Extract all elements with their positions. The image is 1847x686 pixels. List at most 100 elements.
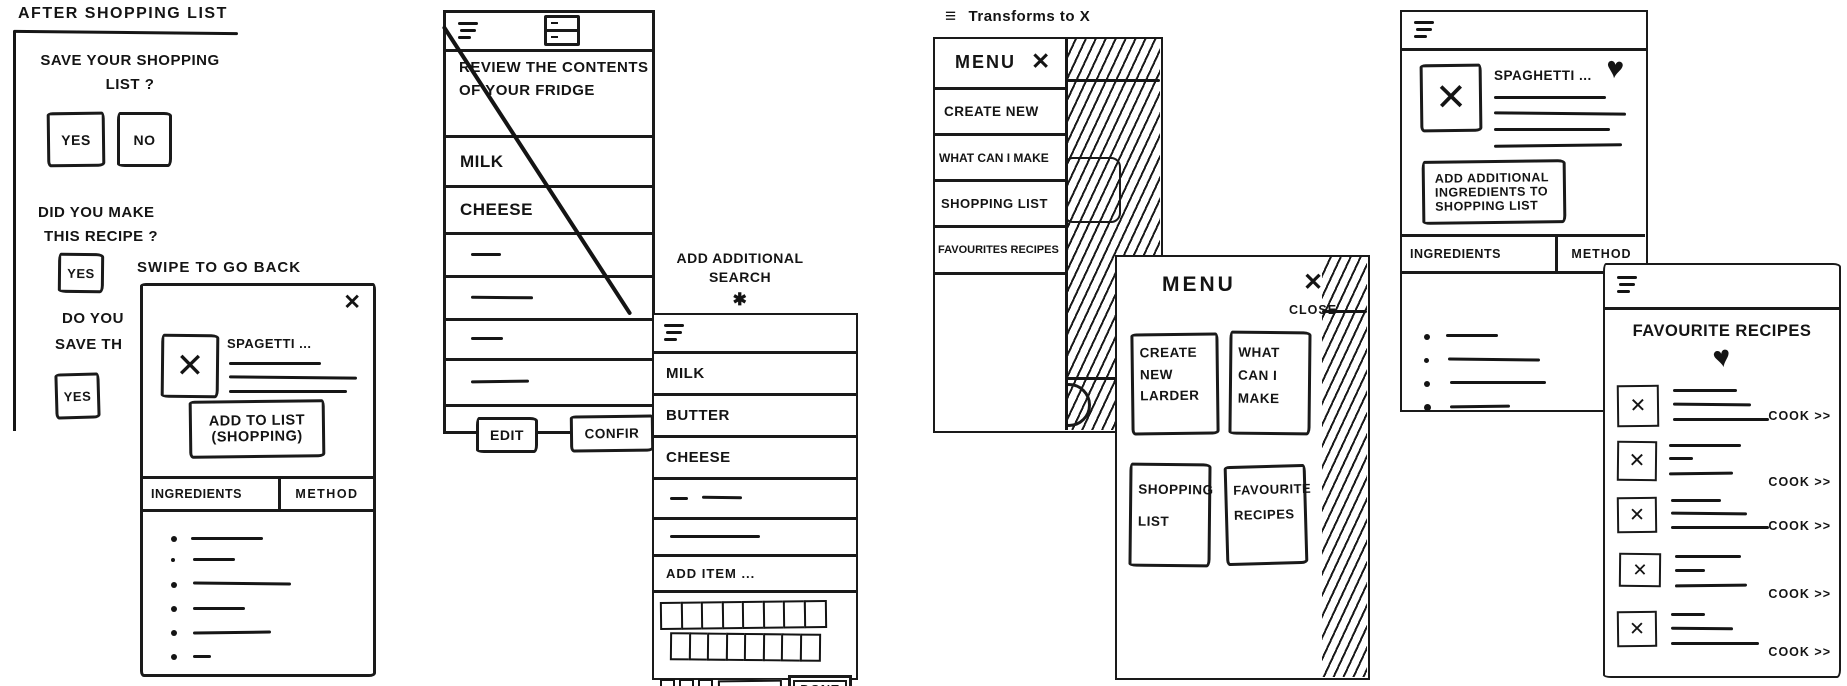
close-icon[interactable]: ✕	[1303, 269, 1324, 296]
keyboard-row-1[interactable]	[659, 599, 827, 631]
shopping-item-butter[interactable]: BUTTER	[654, 396, 856, 438]
transforms-annotation: ≡ Transforms to X	[945, 6, 1090, 28]
keyboard-row-2[interactable]	[669, 632, 821, 662]
favourite-recipe-row[interactable]: ✕ COOK >>	[1616, 440, 1831, 489]
fridge-header-line1: REVIEW THE CONTENTS	[459, 59, 649, 76]
list-item-line	[1446, 334, 1498, 337]
list-bullet	[1424, 381, 1430, 387]
list-bullet	[171, 582, 177, 588]
drawer-item-favourites-recipes[interactable]: FAVOURITES RECIPES	[935, 228, 1065, 275]
cook-link[interactable]: COOK >>	[1768, 475, 1831, 489]
menu-icon[interactable]	[1414, 17, 1434, 42]
favourite-recipe-row[interactable]: ✕ COOK >>	[1616, 610, 1831, 659]
fridge-icon[interactable]	[544, 15, 580, 46]
tab-ingredients[interactable]: INGREDIENTS	[143, 479, 281, 509]
add-ingredients-button[interactable]: ADD ADDITIONAL INGREDIENTS TO SHOPPING L…	[1421, 159, 1567, 225]
shopping-item-cheese[interactable]: CHEESE	[654, 438, 856, 480]
list-item-line	[191, 537, 263, 540]
text-line	[229, 362, 321, 365]
menu-icon[interactable]	[458, 18, 478, 43]
transforms-annotation-text: Transforms to X	[968, 8, 1091, 25]
confirm-button[interactable]: CONFIR	[569, 414, 655, 453]
image-x-icon: ✕	[1628, 504, 1646, 526]
list-item-line	[193, 655, 211, 658]
menu-icon[interactable]	[664, 320, 684, 345]
fridge-item-placeholder[interactable]	[446, 321, 652, 361]
hatch-rule	[1067, 377, 1160, 380]
keyboard: DONE	[654, 593, 856, 686]
tab-method[interactable]: METHOD	[1571, 247, 1632, 261]
drawer-edge	[1065, 39, 1068, 430]
tab-method[interactable]: METHOD	[295, 487, 359, 501]
menu-button-favourite-recipes[interactable]: FAVOURITE RECIPES	[1223, 463, 1311, 567]
edit-button[interactable]: EDIT	[476, 417, 538, 453]
question-made-recipe-line1: DID YOU MAKE	[38, 204, 155, 221]
favourite-recipe-row[interactable]: ✕ COOK >>	[1616, 384, 1831, 433]
fridge-header: REVIEW THE CONTENTS OF YOUR FRIDGE	[446, 52, 652, 138]
fridge-topbar	[446, 13, 652, 52]
add-to-list-button[interactable]: ADD TO LIST (SHOPPING)	[188, 399, 326, 459]
shopping-item-placeholder[interactable]	[654, 480, 856, 520]
favourites-title: FAVOURITE RECIPES	[1632, 322, 1812, 340]
menu-icon[interactable]	[1617, 272, 1637, 297]
cook-link[interactable]: COOK >>	[1768, 519, 1831, 533]
cook-link[interactable]: COOK >>	[1768, 409, 1831, 423]
recipe-page-title: SPAGHETTI ...	[1494, 68, 1592, 83]
fridge-item-placeholder[interactable]	[446, 278, 652, 321]
add-ingredients-line1: ADD ADDITIONAL	[1434, 170, 1550, 186]
add-item-field[interactable]: ADD ITEM ...	[654, 557, 856, 593]
list-item-line	[1449, 404, 1511, 409]
menu-button-what-can-i-make[interactable]: WHAT CAN I MAKE	[1228, 330, 1312, 436]
text-line	[1493, 111, 1627, 116]
drawer-item-shopping-list[interactable]: SHOPPING LIST	[935, 182, 1065, 228]
shopping-item-placeholder[interactable]	[654, 520, 856, 557]
no-button-save-list[interactable]: NO	[117, 112, 172, 167]
cook-link[interactable]: COOK >>	[1768, 587, 1831, 601]
add-additional-search-annotation-line2: SEARCH	[708, 269, 772, 285]
cook-link[interactable]: COOK >>	[1768, 645, 1831, 659]
shopping-topbar	[654, 315, 856, 354]
shopping-item-milk[interactable]: MILK	[654, 354, 856, 396]
yes-button-save-partial[interactable]: YES	[54, 372, 101, 420]
done-button[interactable]: DONE	[788, 675, 852, 686]
fridge-item-placeholder[interactable]	[446, 361, 652, 407]
favourites-topbar	[1605, 265, 1839, 310]
yes-button-save-list[interactable]: YES	[46, 111, 106, 168]
close-icon[interactable]: ✕	[1031, 48, 1051, 74]
close-label[interactable]: CLOSE	[1289, 303, 1338, 317]
favourite-heart-icon[interactable]: ♥	[1604, 51, 1626, 86]
recipe-modal-tabbar: INGREDIENTS METHOD	[143, 476, 373, 512]
question-save-partial-line2: SAVE TH	[55, 336, 123, 353]
menu-grid-title: MENU	[1162, 273, 1236, 296]
recipe-page-topbar	[1402, 12, 1646, 51]
fridge-item-cheese[interactable]: CHEESE	[446, 188, 652, 235]
menu-grid-hatch	[1322, 257, 1367, 677]
favourite-recipe-row[interactable]: ✕ COOK >>	[1616, 496, 1831, 545]
keyboard-key[interactable]	[660, 679, 675, 686]
spacebar-key[interactable]	[717, 679, 783, 686]
tab-ingredients[interactable]: INGREDIENTS	[1402, 237, 1558, 271]
list-item-line	[193, 607, 245, 610]
keyboard-key[interactable]	[698, 679, 713, 686]
image-x-icon: ✕	[1434, 76, 1468, 120]
fridge-header-line2: OF YOUR FRIDGE	[459, 82, 595, 99]
keyboard-key[interactable]	[679, 679, 694, 686]
question-save-list-line1: SAVE YOUR SHOPPING	[40, 52, 220, 69]
drawer-item-what-can-i-make[interactable]: WHAT CAN I MAKE	[935, 136, 1065, 182]
fridge-item-placeholder[interactable]	[446, 235, 652, 278]
list-item-line	[193, 558, 235, 561]
screen-menu-grid: MENU ✕ CLOSE CREATE NEW LARDER WHAT CAN …	[1115, 255, 1370, 680]
recipe-image-placeholder: ✕	[1419, 63, 1483, 133]
fridge-item-milk[interactable]: MILK	[446, 138, 652, 188]
menu-button-create-new-larder[interactable]: CREATE NEW LARDER	[1130, 332, 1220, 436]
menu-button-shopping-list[interactable]: SHOPPING LIST	[1128, 462, 1214, 568]
list-item-line	[1447, 357, 1541, 362]
favourite-recipe-row[interactable]: ✕ COOK >>	[1618, 552, 1831, 601]
close-icon[interactable]: ✕	[343, 291, 361, 314]
list-item-line	[192, 630, 272, 635]
question-made-recipe-line2: THIS RECIPE ?	[44, 228, 159, 245]
list-bullet	[171, 630, 177, 636]
drawer-item-create-new[interactable]: CREATE NEW	[935, 90, 1065, 136]
yes-button-made-recipe[interactable]: YES	[57, 252, 105, 294]
image-x-icon: ✕	[1628, 618, 1646, 640]
